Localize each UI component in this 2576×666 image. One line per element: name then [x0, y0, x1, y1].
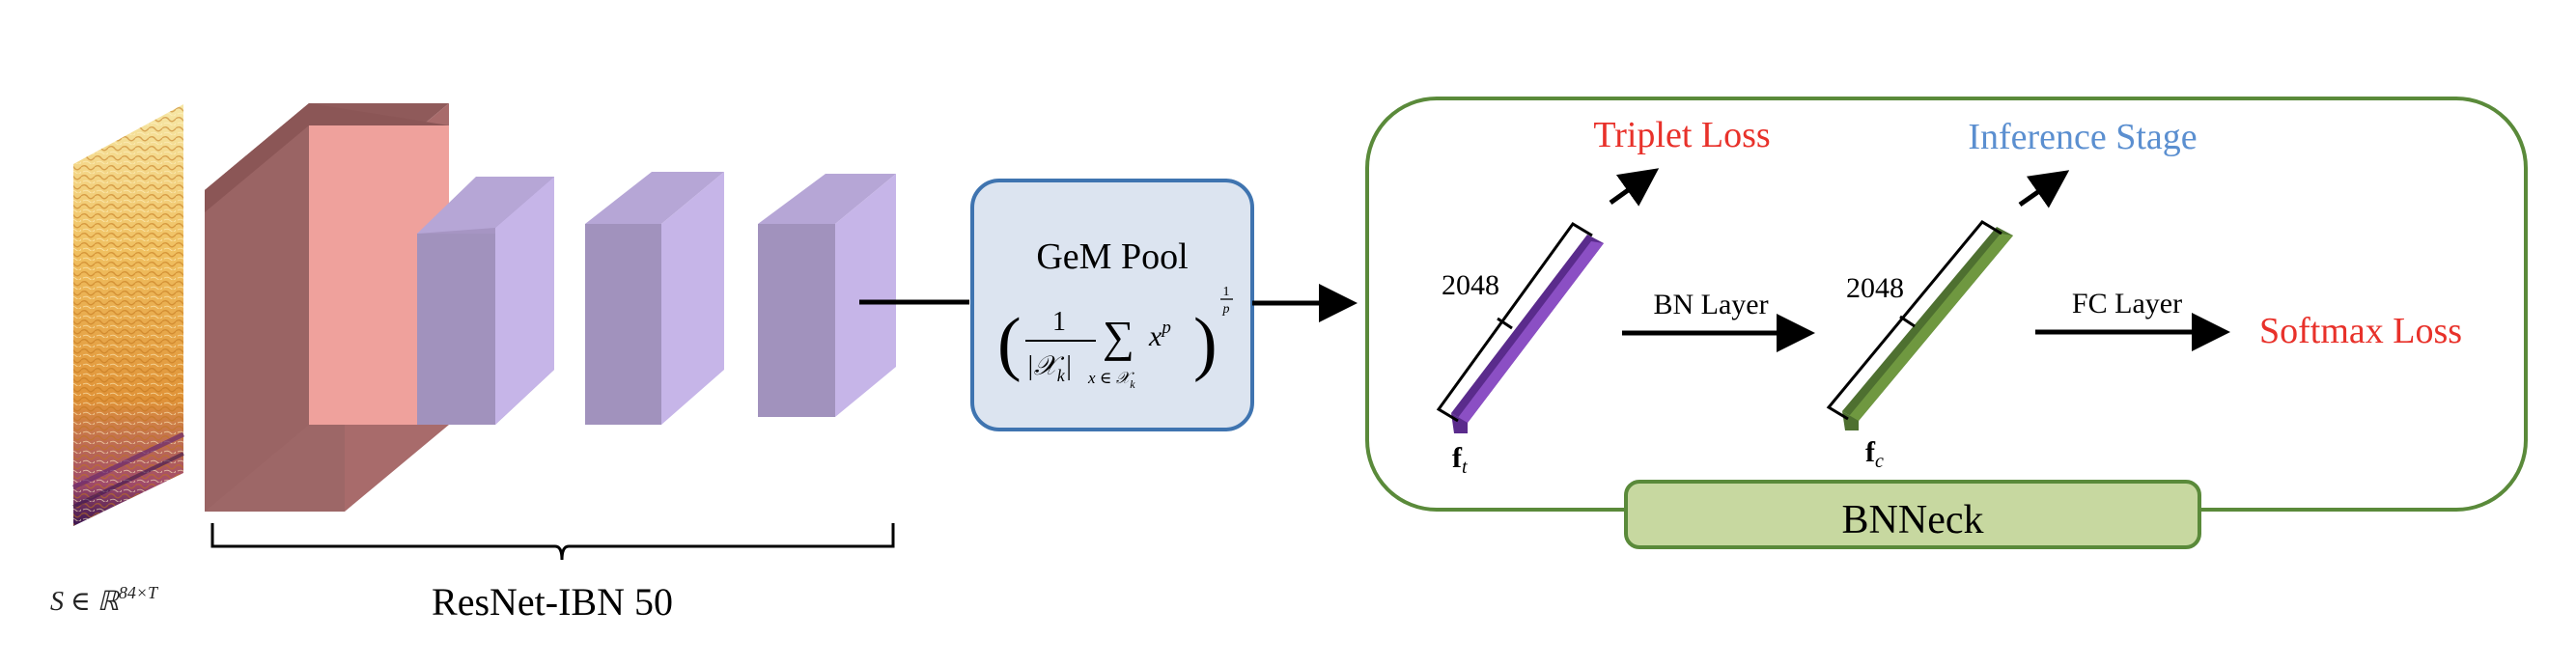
- backbone-brace: [210, 523, 895, 561]
- formula-paren-right: ): [1193, 304, 1218, 383]
- fc-dim-tick: [1899, 315, 1916, 328]
- formula-frac-denominator: |𝒳k|: [1026, 351, 1073, 385]
- conv-block-3: [585, 172, 724, 425]
- fc-label: fc: [1865, 436, 1884, 472]
- fc-dim-label: 2048: [1846, 272, 1904, 304]
- inference-stage-label: Inference Stage: [1968, 117, 2197, 157]
- bn-layer-label: BN Layer: [1653, 289, 1768, 320]
- triplet-loss-label: Triplet Loss: [1593, 115, 1770, 155]
- ft-label: ft: [1452, 442, 1468, 478]
- formula-sum-index: x ∈ 𝒳k: [1087, 369, 1135, 391]
- formula-paren-left: (: [997, 304, 1022, 383]
- fc-dim-bracket: [1826, 220, 2002, 421]
- ft-to-triplet-arrow: [1609, 168, 1660, 207]
- conv-block-4: [758, 174, 896, 417]
- bnneck-label: BNNeck: [1842, 498, 1984, 542]
- formula-outer-exp-den: p: [1222, 302, 1230, 317]
- fc-layer-label: FC Layer: [2072, 288, 2182, 319]
- formula-frac-numerator: 1: [1052, 307, 1066, 337]
- formula-sum-symbol: ∑: [1103, 312, 1134, 361]
- gem-pool-title: GeM Pool: [1036, 236, 1188, 277]
- softmax-loss-label: Softmax Loss: [2259, 311, 2462, 351]
- input-label: S ∈ ℝ84×T: [50, 583, 159, 617]
- fc-feature-bar: [1842, 227, 2013, 430]
- ft-dim-bracket: [1436, 222, 1593, 423]
- spectrogram-image: [71, 104, 185, 526]
- conv-block-2: [417, 177, 554, 425]
- formula-term: xp: [1148, 318, 1171, 352]
- bnneck-label-box: [1624, 480, 2201, 549]
- fc-to-inference-arrow: [2018, 170, 2070, 208]
- formula-outer-exp-num: 1: [1223, 285, 1230, 299]
- ft-dim-label: 2048: [1442, 269, 1499, 301]
- ft-dim-tick: [1497, 317, 1513, 330]
- backbone-label: ResNet-IBN 50: [432, 580, 673, 624]
